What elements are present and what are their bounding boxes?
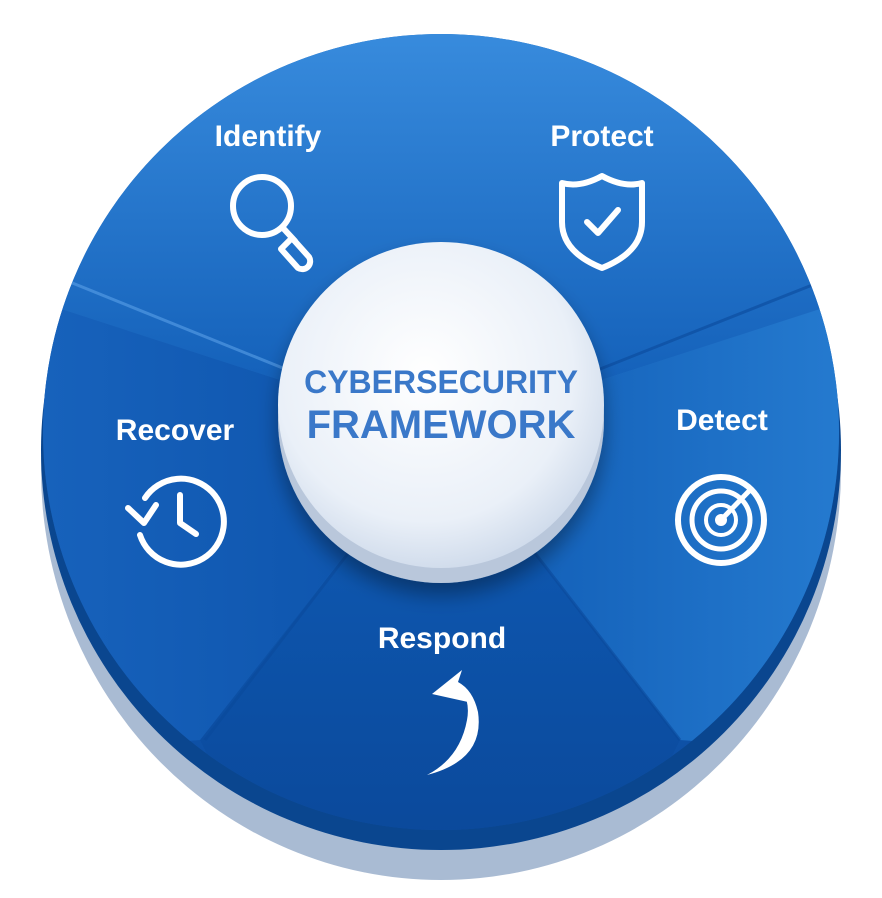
magnifier-icon xyxy=(230,174,314,273)
center-hub xyxy=(278,242,604,583)
segment-label-respond: Respond xyxy=(378,622,506,655)
segment-label-identify: Identify xyxy=(215,120,322,153)
segment-label-protect: Protect xyxy=(550,120,653,153)
segment-label-detect: Detect xyxy=(676,404,768,437)
clock-history-icon xyxy=(125,475,227,568)
radar-icon xyxy=(675,474,767,566)
center-title-line1: CYBERSECURITY xyxy=(304,364,578,400)
curved-arrow-icon xyxy=(427,670,479,775)
center-title-line2: FRAMEWORK xyxy=(307,403,576,447)
segment-respond[interactable] xyxy=(200,432,680,898)
shield-check-icon xyxy=(559,173,645,271)
segment-label-recover: Recover xyxy=(116,414,235,447)
